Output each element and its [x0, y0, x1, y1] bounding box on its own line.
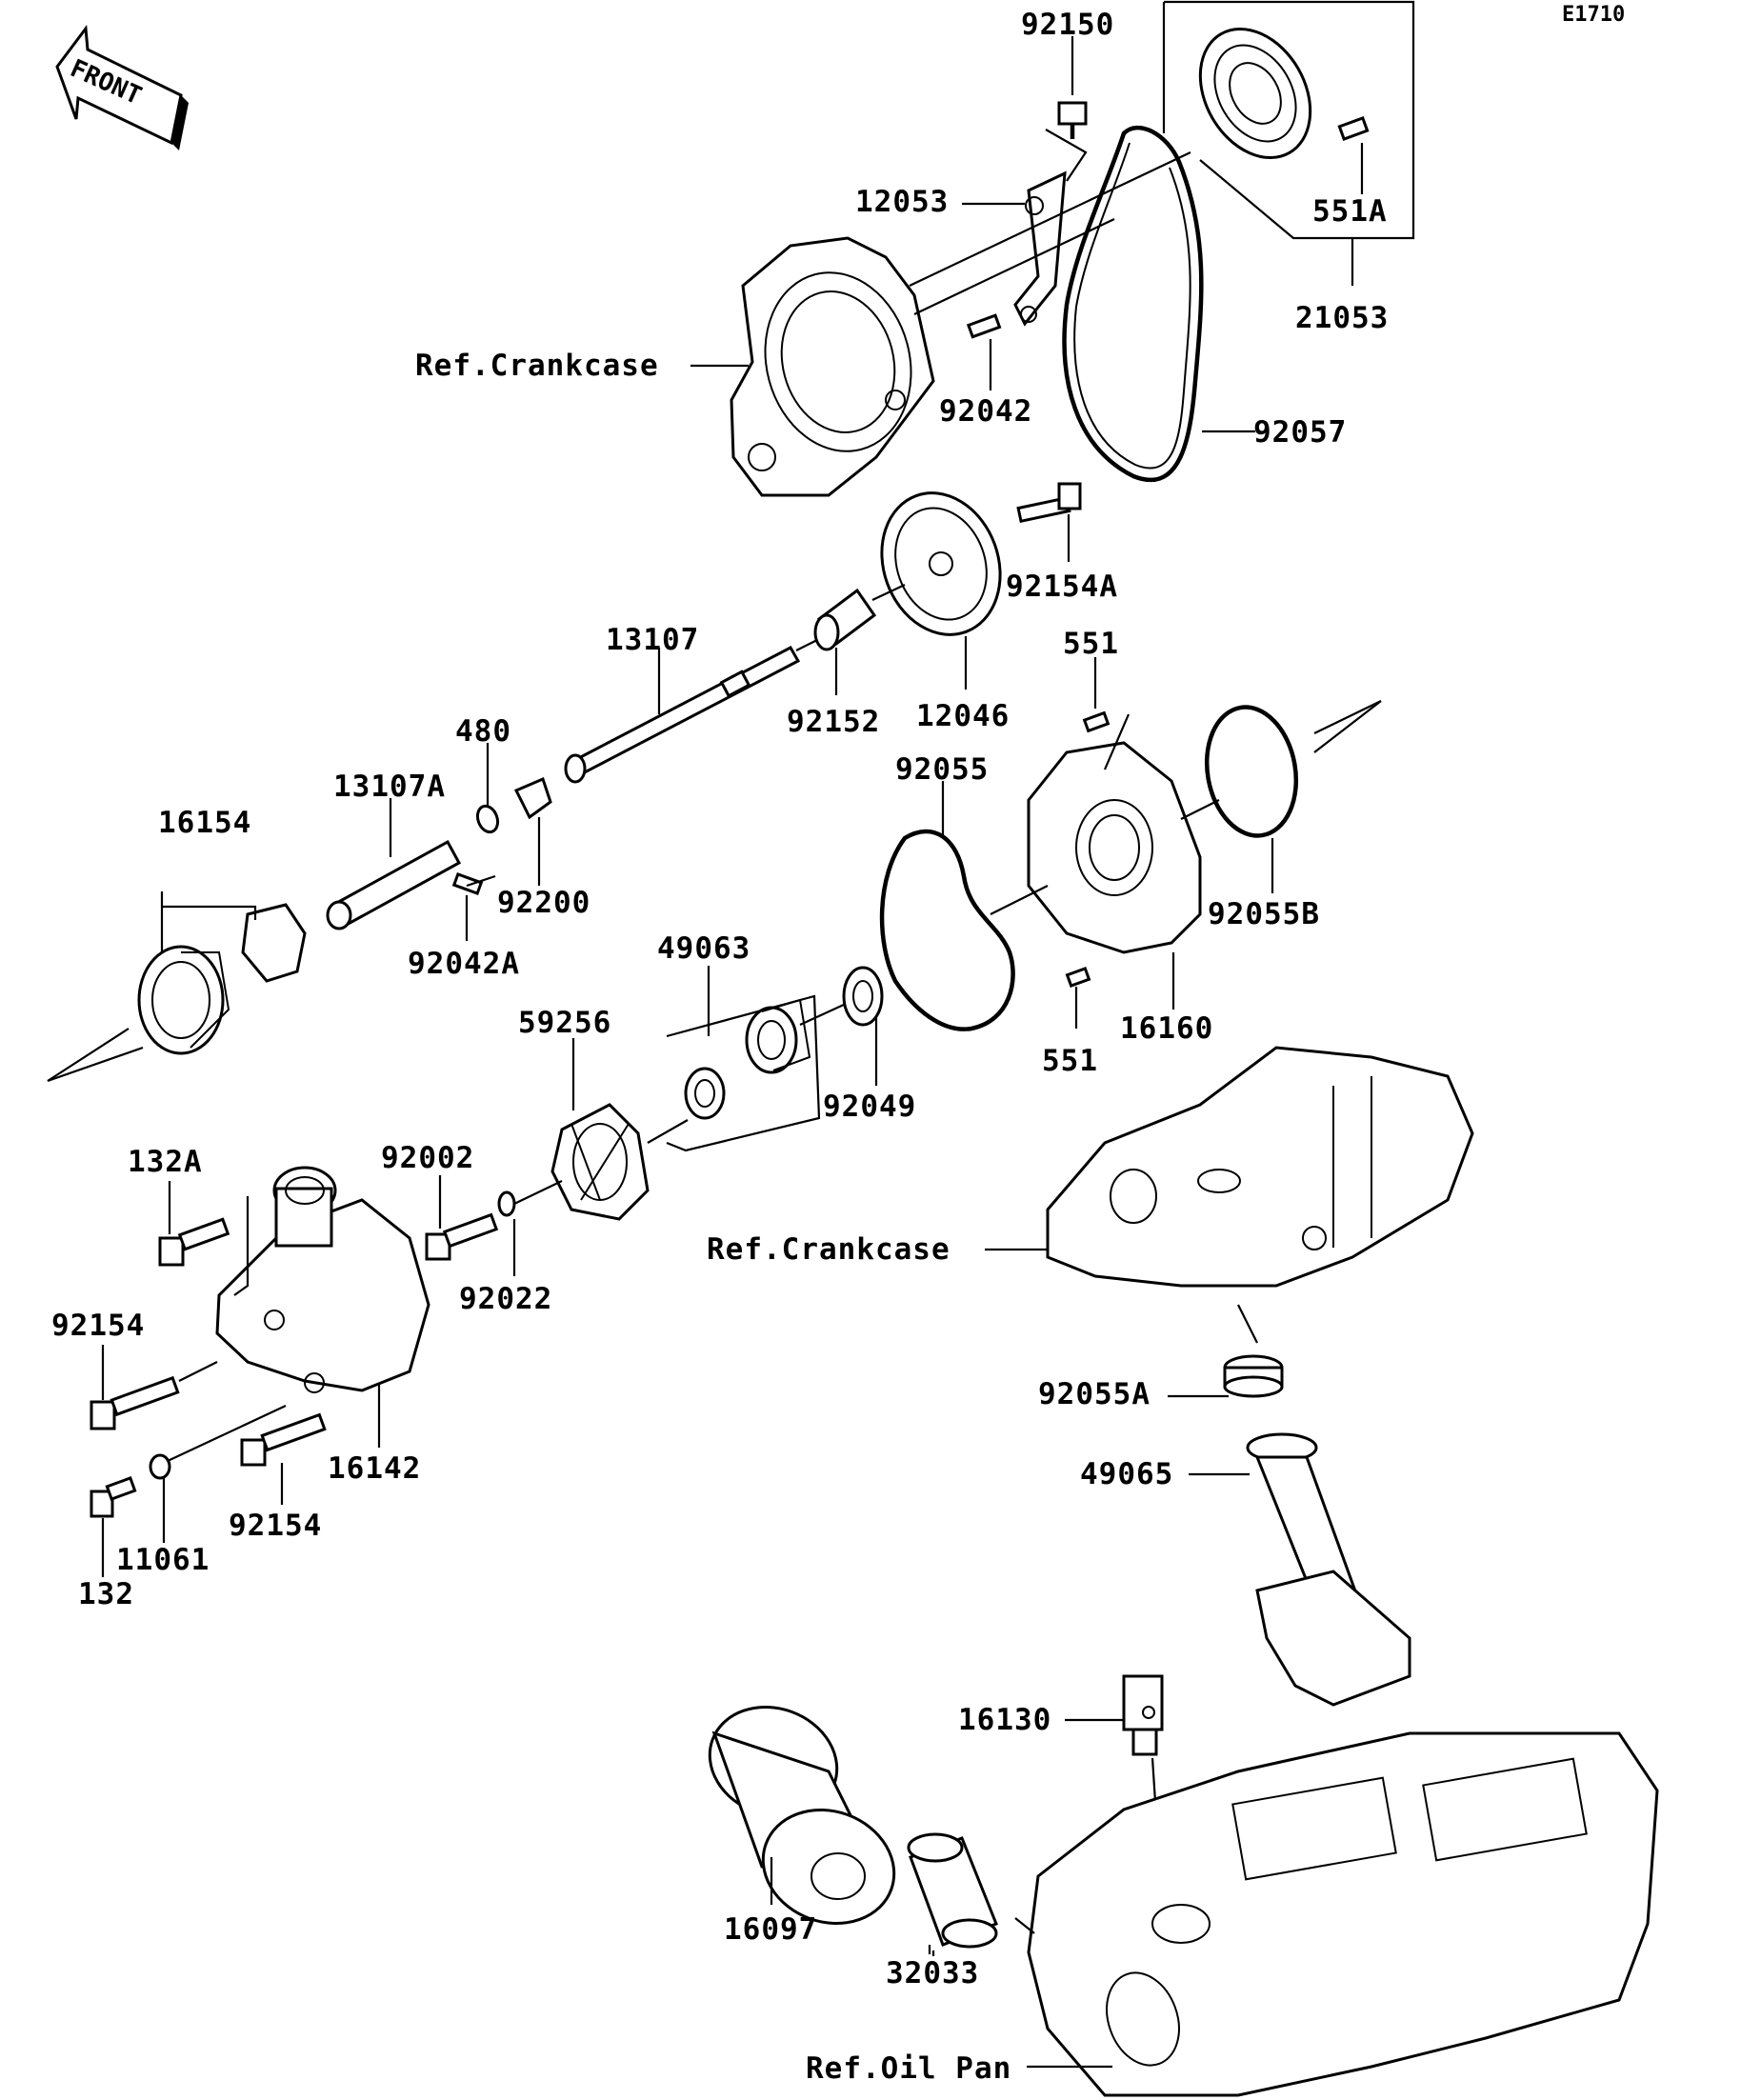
collar-92152 — [813, 588, 877, 651]
label-92042A: 92042A — [408, 947, 520, 981]
label-16130: 16130 — [958, 1703, 1051, 1737]
label-11061: 11061 — [116, 1543, 210, 1577]
pump-cover-16142 — [215, 1166, 430, 1393]
bolt-92150 — [1057, 101, 1088, 139]
diagram-code: E1710 — [1562, 3, 1625, 27]
label-92002: 92002 — [381, 1141, 474, 1175]
label-92200: 92200 — [497, 886, 590, 920]
crankcase-top — [730, 236, 935, 497]
seal-49063 — [684, 998, 811, 1120]
shaft-13107 — [564, 646, 801, 784]
label-12046: 12046 — [916, 699, 1010, 733]
oring-92055B — [1204, 705, 1299, 838]
label-92057: 92057 — [1253, 415, 1347, 450]
label-13107: 13107 — [606, 623, 699, 657]
chain-92057 — [1062, 125, 1204, 483]
label-92055B: 92055B — [1208, 897, 1320, 931]
rotor-16154 — [137, 903, 307, 1055]
label-32033: 32033 — [886, 1956, 979, 1990]
bolt-132 — [90, 1476, 137, 1518]
label-16154: 16154 — [158, 806, 251, 840]
oil-filter-16097 — [708, 1705, 896, 1926]
chain-guide-12053 — [1013, 170, 1067, 327]
front-arrow-icon: FRONT — [55, 24, 189, 150]
label-92049: 92049 — [823, 1090, 916, 1124]
oil-pan — [1027, 1731, 1659, 2097]
label-92055: 92055 — [895, 752, 989, 787]
pump-body-16160 — [1027, 741, 1202, 954]
sprocket-21053 — [1198, 27, 1312, 160]
plug-92055A — [1223, 1354, 1284, 1398]
shaft-13107A — [326, 839, 462, 930]
label-12053: 12053 — [855, 185, 949, 219]
label-551-bottom: 551 — [1042, 1044, 1098, 1078]
label-49065: 49065 — [1080, 1457, 1173, 1491]
label-59256: 59256 — [518, 1006, 611, 1040]
label-92042: 92042 — [939, 394, 1032, 429]
label-92022: 92022 — [459, 1282, 552, 1316]
label-92154A: 92154A — [1006, 570, 1118, 604]
pipe-32033 — [907, 1832, 998, 1949]
label-132A: 132A — [128, 1145, 203, 1179]
label-16097: 16097 — [724, 1912, 817, 1947]
gasket-92055 — [879, 829, 1015, 1031]
bolt-92002 — [425, 1212, 499, 1261]
sprocket-12046 — [880, 491, 1002, 636]
label-16160: 16160 — [1120, 1011, 1213, 1046]
label-551-top: 551 — [1063, 627, 1119, 661]
label-92154-left: 92154 — [51, 1309, 145, 1343]
label-ref-crankcase-top: Ref.Crankcase — [415, 349, 659, 383]
bolt-92154-left — [90, 1375, 180, 1430]
label-ref-oil-pan: Ref.Oil Pan — [806, 2051, 1011, 2086]
crankcase-middle — [1046, 1046, 1474, 1288]
label-92154-bottom: 92154 — [229, 1509, 322, 1543]
label-132: 132 — [78, 1577, 134, 1611]
strainer-49065 — [1246, 1432, 1411, 1707]
bolt-132A — [158, 1217, 230, 1267]
label-16142: 16142 — [328, 1451, 421, 1486]
label-49063: 49063 — [657, 931, 750, 966]
label-551A: 551A — [1312, 194, 1388, 229]
label-ref-crankcase-mid: Ref.Crankcase — [707, 1232, 951, 1267]
label-480: 480 — [455, 714, 511, 749]
label-92152: 92152 — [787, 705, 880, 739]
label-92150: 92150 — [1021, 8, 1114, 42]
label-13107A: 13107A — [333, 770, 446, 804]
label-21053: 21053 — [1295, 301, 1389, 335]
impeller-59256 — [550, 1103, 650, 1221]
valve-16130 — [1122, 1674, 1164, 1756]
bolt-92154-bottom — [240, 1412, 327, 1467]
label-92055A: 92055A — [1038, 1377, 1151, 1411]
bearing-92049 — [842, 966, 884, 1027]
bolt-92154A — [1016, 482, 1082, 524]
